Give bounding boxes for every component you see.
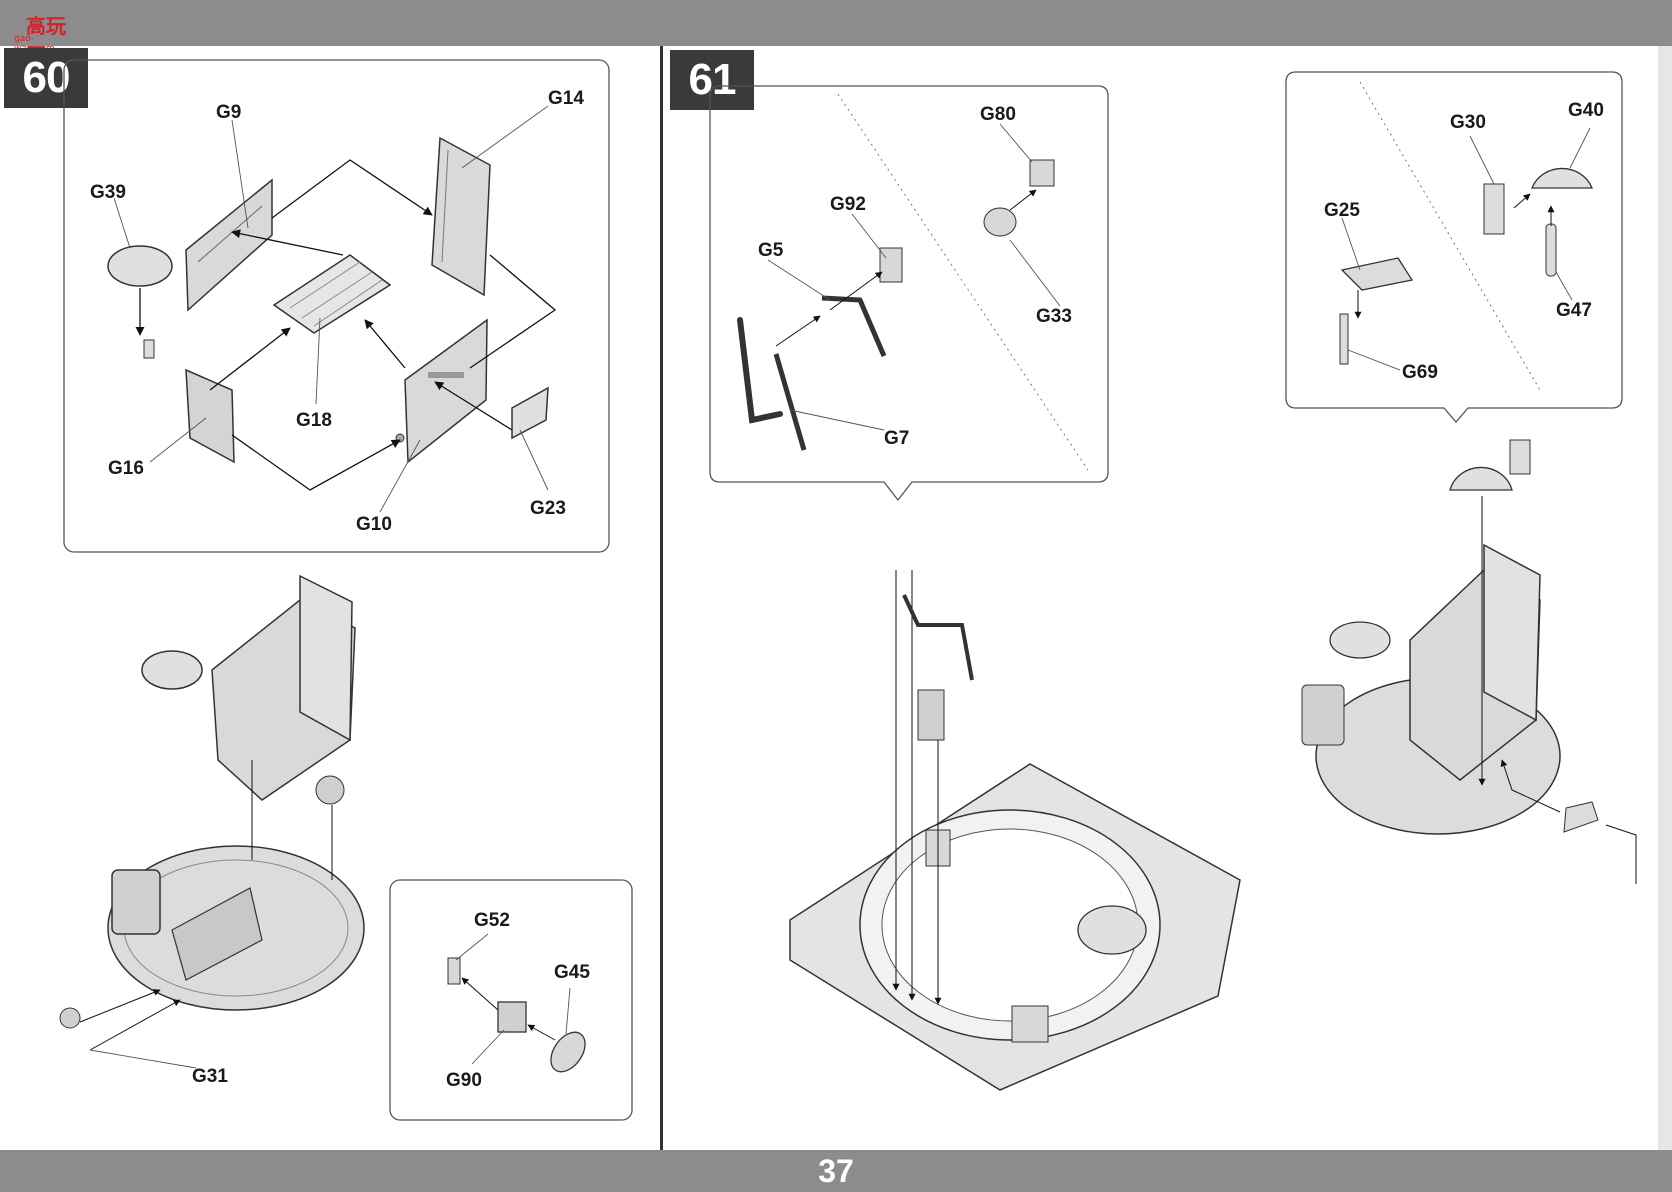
step-61-number: 61 [670, 50, 754, 110]
label-g10: G10 [356, 514, 392, 535]
part-g14-wall [431, 136, 491, 297]
step-60-assembly-lines [135, 159, 557, 491]
step-61-left-parts [737, 123, 1061, 451]
top-bar [0, 0, 1672, 46]
label-g39: G39 [90, 182, 126, 203]
step-60-number: 60 [4, 48, 88, 108]
label-g30: G30 [1450, 112, 1486, 133]
label-g45: G45 [554, 962, 590, 983]
part-g10-wall [395, 318, 488, 464]
label-g7: G7 [884, 428, 909, 449]
step-60-callout-frame [63, 59, 610, 553]
label-g47: G47 [1556, 300, 1592, 321]
label-g92: G92 [830, 194, 866, 215]
part-g18-plate [272, 254, 392, 334]
label-g33: G33 [1036, 306, 1072, 327]
label-g16: G16 [108, 458, 144, 479]
page-divider [660, 46, 663, 1150]
page-edge [1658, 46, 1672, 1150]
label-g52: G52 [474, 910, 510, 931]
step-60-leader-lines [113, 105, 549, 513]
step-61-turret-assembly [789, 570, 1241, 1091]
label-g23: G23 [530, 498, 566, 519]
page-number: 37 [818, 1153, 854, 1189]
label-g5: G5 [758, 240, 784, 261]
label-g31: G31 [192, 1066, 228, 1087]
part-g9-wall [185, 178, 273, 312]
label-g40: G40 [1568, 100, 1604, 121]
step-61-callout-right [1285, 71, 1623, 423]
label-g9: G9 [216, 102, 241, 123]
label-g80: G80 [980, 104, 1016, 125]
step-60-labels: G9 G14 G39 G18 G16 G10 G23 G31 G52 G45 G… [90, 88, 590, 1091]
step-61-right-assembly [1301, 439, 1637, 884]
label-g25: G25 [1324, 200, 1360, 221]
step-61-labels: G80 G92 G5 G33 G7 G30 G40 G25 G47 G69 [758, 100, 1604, 449]
label-g90: G90 [446, 1070, 482, 1091]
label-g18: G18 [296, 410, 332, 431]
step-60-subassembly-box [389, 879, 633, 1121]
step-61-right-parts [1339, 127, 1593, 371]
step-60-assembly-view [59, 574, 365, 1069]
bottom-bar [0, 1150, 1672, 1192]
part-g16-bracket [143, 339, 235, 464]
label-g14: G14 [548, 88, 584, 109]
part-g39-seat [107, 245, 173, 287]
label-g69: G69 [1402, 362, 1438, 383]
step-61-callout-left [709, 85, 1109, 502]
part-g23-panel [511, 386, 549, 440]
